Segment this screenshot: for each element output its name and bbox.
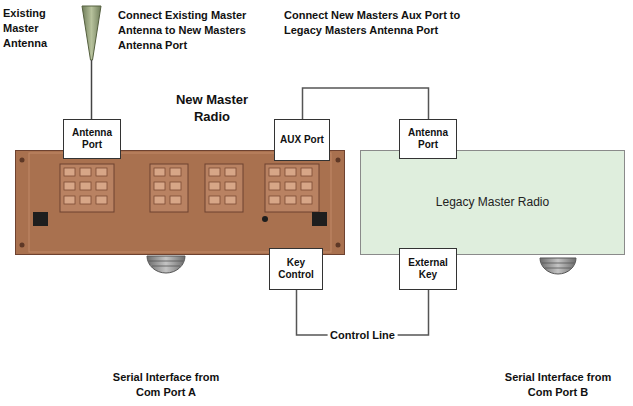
indicator-module — [60, 164, 114, 212]
indicator-led — [301, 182, 312, 190]
indicator-led — [154, 168, 165, 176]
panel-inset — [29, 153, 331, 252]
device-label: Legacy Master Radio — [436, 195, 549, 211]
master-radio-panel: New Master Radio — [15, 150, 345, 255]
indicator-led — [225, 168, 236, 176]
instruction-note: Connect New Masters Aux Port to Legacy M… — [284, 8, 462, 38]
legacy-radio-box: Legacy Master Radio — [360, 150, 625, 255]
power-button — [33, 212, 48, 226]
antenna-cable — [91, 60, 93, 119]
indicator-led — [285, 182, 296, 190]
port-label: External Key — [404, 257, 452, 281]
serial-connector — [147, 256, 185, 273]
indicator-led — [285, 196, 296, 204]
indicator-led — [170, 196, 181, 204]
indicator-led — [154, 182, 165, 190]
indicator-module — [265, 164, 319, 212]
indicator-led — [64, 182, 75, 190]
indicator-led — [301, 168, 312, 176]
indicator-led — [154, 196, 165, 204]
indicator-led — [225, 182, 236, 190]
port-box: External Key — [399, 248, 457, 290]
indicator-module — [150, 164, 188, 212]
indicator-led — [170, 168, 181, 176]
indicator-led — [209, 196, 220, 204]
indicator-module — [205, 164, 243, 212]
interface-label: Serial Interface from Com Port B — [500, 370, 616, 400]
antenna-label: Existing Master Antenna — [3, 6, 63, 51]
indicator-led — [285, 168, 296, 176]
rack-hole — [336, 243, 341, 248]
serial-connector — [540, 258, 576, 274]
interface-label: Serial Interface from Com Port A — [108, 370, 224, 400]
indicator-led — [209, 182, 220, 190]
connection-line — [303, 88, 429, 119]
radio-panel-drawing — [15, 150, 345, 255]
instruction-note: Connect Existing Master Antenna to New M… — [118, 8, 283, 53]
indicator-led — [269, 168, 280, 176]
port-box: Key Control — [269, 248, 323, 290]
port-box: AUX Port — [274, 119, 330, 161]
rack-hole — [336, 158, 341, 163]
connection-label: Control Line — [327, 329, 398, 341]
port-label: Antenna Port — [404, 127, 452, 151]
indicator-led — [96, 182, 107, 190]
indicator-dot — [262, 216, 268, 222]
rack-hole — [20, 158, 25, 163]
indicator-led — [64, 196, 75, 204]
port-box: Antenna Port — [399, 119, 457, 159]
port-label: Antenna Port — [68, 127, 116, 151]
indicator-led — [170, 182, 181, 190]
indicator-led — [209, 168, 220, 176]
indicator-led — [96, 168, 107, 176]
indicator-led — [80, 168, 91, 176]
indicator-led — [80, 196, 91, 204]
rack-hole — [20, 243, 25, 248]
indicator-led — [269, 196, 280, 204]
device-heading: New Master Radio — [162, 92, 262, 126]
indicator-led — [301, 196, 312, 204]
indicator-led — [80, 182, 91, 190]
rack-panel — [16, 151, 345, 255]
port-box: Antenna Port — [63, 119, 121, 159]
indicator-led — [269, 182, 280, 190]
port-label: AUX Port — [280, 134, 324, 146]
port-label: Key Control — [274, 257, 318, 281]
indicator-led — [64, 168, 75, 176]
antenna-symbol — [82, 6, 101, 60]
indicator-led — [225, 196, 236, 204]
power-button — [312, 212, 327, 226]
indicator-led — [96, 196, 107, 204]
